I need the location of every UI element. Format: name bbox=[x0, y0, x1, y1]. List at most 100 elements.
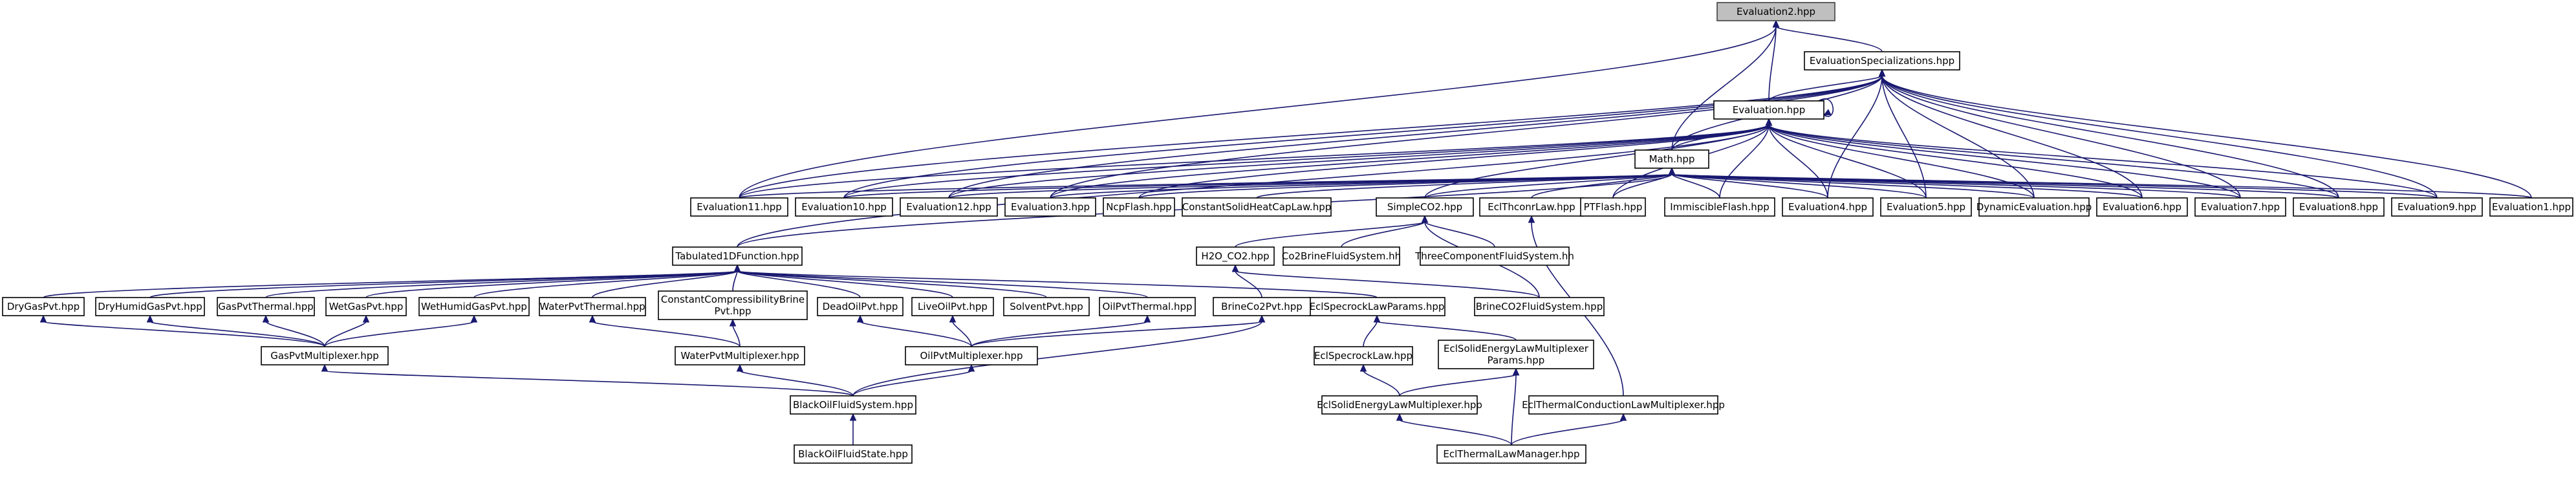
node-label: DynamicEvaluation.hpp bbox=[1976, 201, 2092, 213]
node-label: EclSpecrockLawParams.hpp bbox=[1310, 301, 1445, 312]
node-eclspecrock[interactable]: EclSpecrockLaw.hpp bbox=[1314, 346, 1413, 365]
node-evaluation9[interactable]: Evaluation9.hpp bbox=[2391, 197, 2483, 217]
edge-brineco2pvt-to-h2oco2 bbox=[1231, 264, 1262, 298]
node-eclthermalmgr[interactable]: EclThermalLawManager.hpp bbox=[1436, 444, 1586, 464]
node-brineco2fs[interactable]: BrineCO2FluidSystem.hpp bbox=[1474, 297, 1605, 316]
edge-blackoilstate-to-blackoilfs bbox=[849, 413, 857, 445]
edge-eclsolidmuxparams-to-eclspecrockparams bbox=[1373, 314, 1517, 341]
node-evaluation11[interactable]: Evaluation11.hpp bbox=[690, 197, 788, 217]
node-label: Evaluation8.hpp bbox=[2299, 201, 2378, 213]
node-label: ThreeComponentFluidSystem.hh bbox=[1414, 250, 1574, 262]
node-evaluation8[interactable]: Evaluation8.hpp bbox=[2293, 197, 2385, 217]
node-label: Co2BrineFluidSystem.hh bbox=[1282, 250, 1401, 262]
node-threecompfs[interactable]: ThreeComponentFluidSystem.hh bbox=[1414, 246, 1574, 266]
node-eclspecrockparams[interactable]: EclSpecrockLawParams.hpp bbox=[1308, 297, 1445, 316]
node-dryhumidgaspvt[interactable]: DryHumidGasPvt.hpp bbox=[95, 297, 205, 316]
node-eclthconr[interactable]: EclThconrLaw.hpp bbox=[1479, 197, 1584, 217]
edge-co2brinefs-to-simpleco2 bbox=[1341, 215, 1429, 248]
node-waterpvtthermal[interactable]: WaterPvtThermal.hpp bbox=[539, 297, 646, 316]
node-blackoilfs[interactable]: BlackOilFluidSystem.hpp bbox=[790, 395, 916, 415]
node-ncpflash[interactable]: NcpFlash.hpp bbox=[1103, 197, 1175, 217]
node-label: Math.hpp bbox=[1649, 153, 1695, 165]
node-label: EclThermalLawManager.hpp bbox=[1443, 448, 1579, 460]
node-blackoilstate[interactable]: BlackOilFluidState.hpp bbox=[794, 444, 913, 464]
node-brineco2pvt[interactable]: BrineCo2Pvt.hpp bbox=[1213, 297, 1311, 316]
node-dynamiceval[interactable]: DynamicEvaluation.hpp bbox=[1976, 197, 2092, 217]
node-label: Evaluation7.hpp bbox=[2201, 201, 2280, 213]
node-label: DryGasPvt.hpp bbox=[7, 301, 80, 312]
edge-evaluation-to-evaluation2 bbox=[1768, 19, 1780, 102]
node-label: GasPvtMultiplexer.hpp bbox=[270, 350, 379, 362]
edge-oilpvtmux-to-brineco2pvt bbox=[971, 314, 1266, 347]
edge-eclthermalmgr-to-eclthermalcondmux bbox=[1511, 413, 1627, 446]
node-label: EclSolidEnergyLawMultiplexer bbox=[1444, 343, 1589, 354]
node-label: PTFlash.hpp bbox=[1584, 201, 1643, 213]
edge-evaluation8-to-evalspec bbox=[1878, 69, 2339, 199]
edge-eclsolidmux-to-eclspecrock bbox=[1359, 364, 1400, 397]
node-label: Evaluation2.hpp bbox=[1737, 6, 1815, 17]
node-solventpvt[interactable]: SolventPvt.hpp bbox=[1003, 297, 1090, 316]
node-wetgaspvt[interactable]: WetGasPvt.hpp bbox=[325, 297, 407, 316]
node-math[interactable]: Math.hpp bbox=[1634, 149, 1709, 169]
edge-evaluation1-to-math bbox=[1668, 167, 2532, 199]
node-simpleco2[interactable]: SimpleCO2.hpp bbox=[1376, 197, 1474, 217]
edge-gaspvtmux-to-dryhumidgaspvt bbox=[146, 314, 325, 347]
node-h2oco2[interactable]: H2O_CO2.hpp bbox=[1196, 246, 1275, 266]
edge-eclsolidmux-to-eclsolidmuxparams bbox=[1399, 367, 1520, 397]
node-evaluation5[interactable]: Evaluation5.hpp bbox=[1880, 197, 1972, 217]
edge-evaluation9-to-evalspec bbox=[1878, 69, 2438, 199]
graph-nodes: Evaluation2.hppEvaluationSpecializations… bbox=[2, 2, 2573, 464]
node-label: OilPvtMultiplexer.hpp bbox=[920, 350, 1023, 362]
node-label: Evaluation10.hpp bbox=[801, 201, 887, 213]
node-tabulated1d[interactable]: Tabulated1DFunction.hpp bbox=[672, 246, 803, 266]
edge-evaluation7-to-evalspec bbox=[1878, 69, 2241, 199]
node-evaluation1[interactable]: Evaluation1.hpp bbox=[2489, 197, 2573, 217]
node-label: LiveOilPvt.hpp bbox=[918, 301, 988, 312]
node-label: Evaluation6.hpp bbox=[2103, 201, 2181, 213]
node-wethumidgaspvt[interactable]: WetHumidGasPvt.hpp bbox=[418, 297, 530, 316]
edge-oilpvtmux-to-deadoilpvt bbox=[856, 314, 972, 347]
node-ptflash[interactable]: PTFlash.hpp bbox=[1580, 197, 1646, 217]
node-label: Evaluation4.hpp bbox=[1788, 201, 1867, 213]
node-drygaspvt[interactable]: DryGasPvt.hpp bbox=[2, 297, 85, 316]
node-label: ConstantCompressibilityBrine bbox=[661, 294, 805, 305]
node-oilpvtmux[interactable]: OilPvtMultiplexer.hpp bbox=[905, 346, 1038, 365]
node-label: BrineCO2FluidSystem.hpp bbox=[1476, 301, 1603, 312]
node-label: DeadOilPvt.hpp bbox=[823, 301, 898, 312]
edge-blackoilfs-to-waterpvtmux bbox=[736, 364, 854, 397]
edge-eclthermalmgr-to-eclsolidmux bbox=[1396, 413, 1512, 446]
node-eclsolidmux[interactable]: EclSolidEnergyLawMultiplexer.hpp bbox=[1317, 395, 1482, 415]
node-immiscibleflash[interactable]: ImmiscibleFlash.hpp bbox=[1664, 197, 1775, 217]
edge-eclspecrockparams-to-tabulated1d bbox=[733, 264, 1378, 298]
node-label: Evaluation9.hpp bbox=[2397, 201, 2476, 213]
node-constsolidheat[interactable]: ConstantSolidHeatCapLaw.hpp bbox=[1182, 197, 1332, 217]
node-label: WetHumidGasPvt.hpp bbox=[421, 301, 527, 312]
node-evaluation12[interactable]: Evaluation12.hpp bbox=[900, 197, 998, 217]
node-label: Evaluation1.hpp bbox=[2492, 201, 2571, 213]
node-label: Evaluation12.hpp bbox=[906, 201, 991, 213]
node-co2brinefs[interactable]: Co2BrineFluidSystem.hh bbox=[1282, 246, 1401, 266]
node-gaspvtthermal[interactable]: GasPvtThermal.hpp bbox=[217, 297, 315, 316]
node-evaluation4[interactable]: Evaluation4.hpp bbox=[1782, 197, 1874, 217]
node-deadoilpvt[interactable]: DeadOilPvt.hpp bbox=[817, 297, 904, 316]
edge-evaluation8-to-evaluation bbox=[1765, 118, 2339, 199]
edge-math-to-evaluation2 bbox=[1671, 19, 1780, 151]
node-evaluation10[interactable]: Evaluation10.hpp bbox=[795, 197, 893, 217]
node-evaluation2: Evaluation2.hpp bbox=[1716, 2, 1835, 21]
node-evalspec[interactable]: EvaluationSpecializations.hpp bbox=[1804, 51, 1960, 71]
node-label: BrineCo2Pvt.hpp bbox=[1221, 301, 1303, 312]
node-liveoilpvt[interactable]: LiveOilPvt.hpp bbox=[911, 297, 994, 316]
node-gaspvtmux[interactable]: GasPvtMultiplexer.hpp bbox=[261, 346, 389, 365]
edge-gaspvtmux-to-gaspvtthermal bbox=[262, 314, 325, 347]
node-evaluation7[interactable]: Evaluation7.hpp bbox=[2194, 197, 2286, 217]
edge-evaluation11-to-evaluation2 bbox=[739, 19, 1780, 199]
node-evaluation6[interactable]: Evaluation6.hpp bbox=[2096, 197, 2188, 217]
node-oilpvtthermal[interactable]: OilPvtThermal.hpp bbox=[1099, 297, 1196, 316]
node-evaluation3[interactable]: Evaluation3.hpp bbox=[1004, 197, 1096, 217]
node-waterpvtmux[interactable]: WaterPvtMultiplexer.hpp bbox=[675, 346, 805, 365]
node-eclthermalcondmux[interactable]: EclThermalConductionLawMultiplexer.hpp bbox=[1522, 395, 1725, 415]
node-evaluation[interactable]: Evaluation.hpp bbox=[1713, 100, 1824, 120]
node-label: Evaluation.hpp bbox=[1733, 104, 1805, 116]
